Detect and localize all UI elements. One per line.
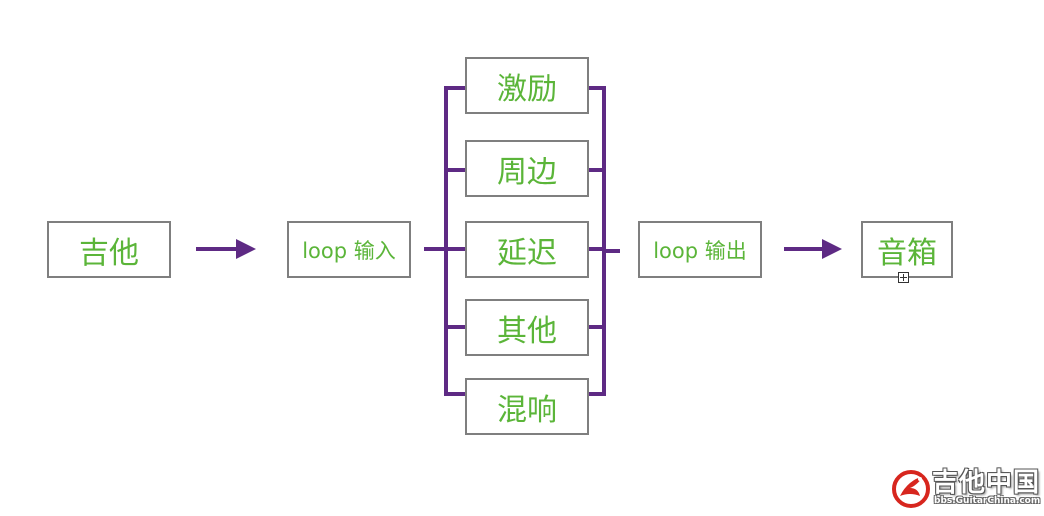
node-loop-in-label: loop 输入 — [302, 238, 396, 263]
node-guitar-label: 吉他 — [79, 235, 139, 271]
node-fx-3: 延迟 — [465, 221, 589, 278]
node-loop-out: loop 输出 — [638, 221, 762, 278]
crayfish-logo-icon — [892, 470, 930, 508]
node-guitar: 吉他 — [47, 221, 171, 278]
arrowhead-1 — [236, 239, 256, 259]
node-fx-5: 混响 — [465, 378, 589, 435]
node-amp: 音箱 — [861, 221, 953, 278]
watermark-title: 吉他中国 — [932, 468, 1041, 498]
node-fx-4: 其他 — [465, 299, 589, 356]
node-amp-label: 音箱 — [877, 235, 937, 271]
node-fx-5-label: 混响 — [497, 392, 557, 428]
node-fx-1: 激励 — [465, 57, 589, 114]
node-fx-2: 周边 — [465, 140, 589, 197]
watermark-url: bbs.GuitarChina.com — [934, 496, 1041, 506]
node-fx-2-label: 周边 — [497, 154, 557, 190]
resize-handle-icon[interactable] — [898, 272, 909, 283]
node-fx-4-label: 其他 — [497, 313, 557, 349]
node-loop-in: loop 输入 — [287, 221, 411, 278]
arrowhead-2 — [822, 239, 842, 259]
node-fx-3-label: 延迟 — [497, 235, 557, 271]
node-loop-out-label: loop 输出 — [653, 238, 747, 263]
watermark-logo: 吉他中国 bbs.GuitarChina.com — [890, 462, 1040, 512]
node-fx-1-label: 激励 — [497, 71, 557, 107]
